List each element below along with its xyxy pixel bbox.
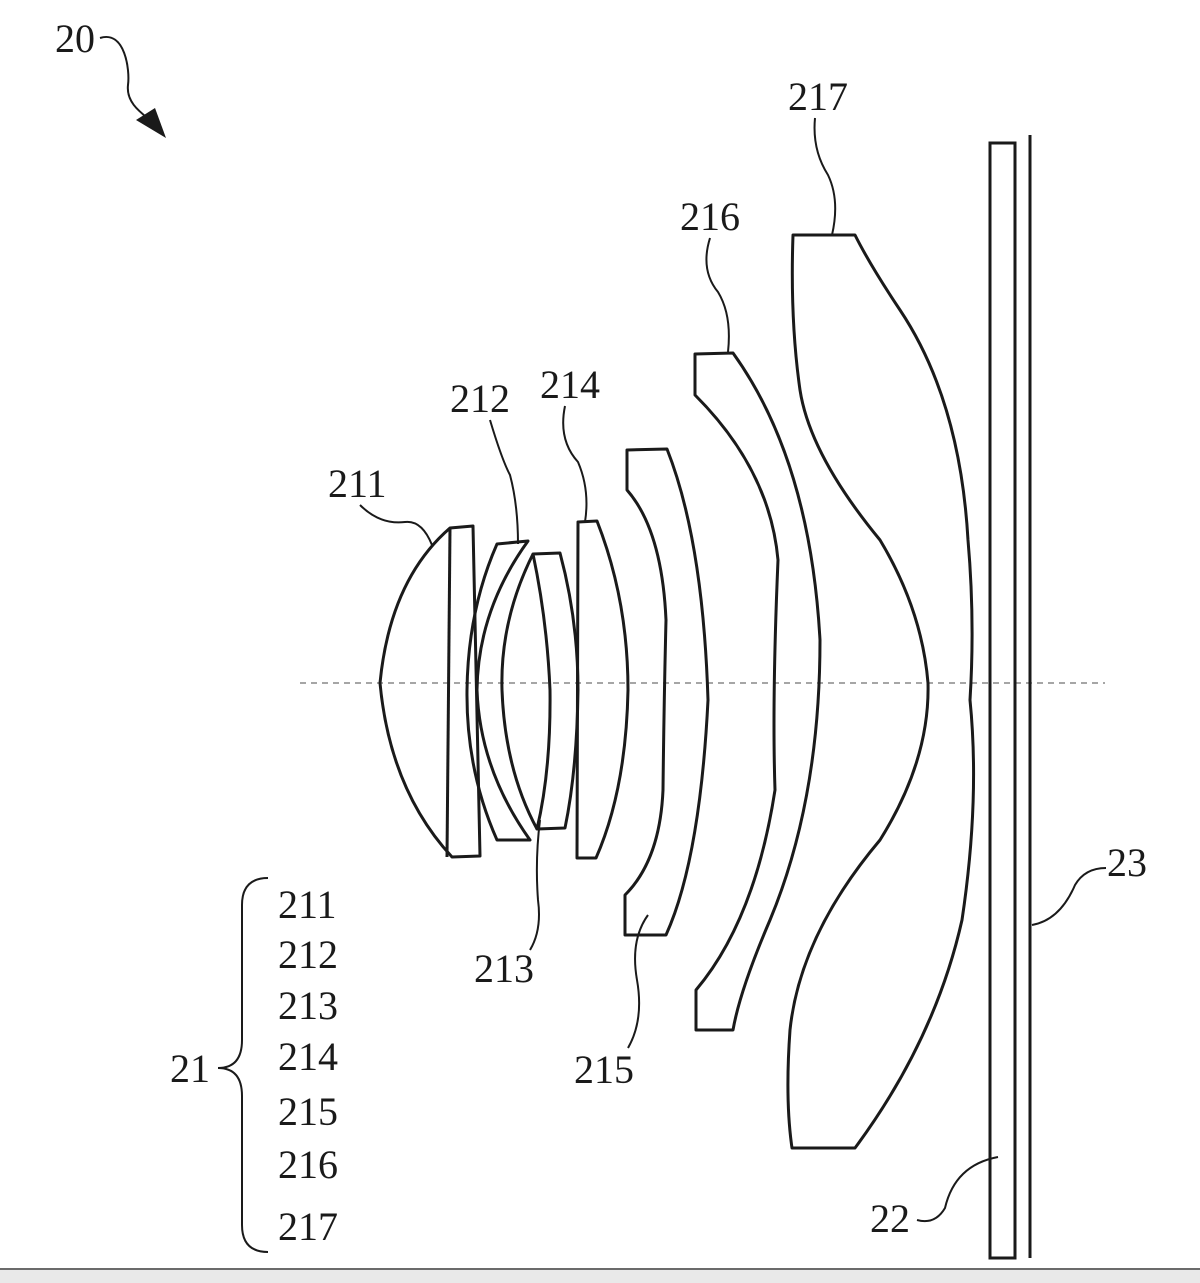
bottom-divider (0, 1268, 1200, 1283)
lens-217 (786, 233, 976, 1150)
label-22: 22 (870, 1196, 910, 1241)
lens-211-edge (445, 527, 452, 858)
label-216: 216 (680, 194, 740, 239)
lens-211 (378, 524, 482, 859)
lens-212 (465, 539, 532, 842)
group-member-211: 211 (278, 882, 337, 927)
leader-23 (1031, 867, 1107, 926)
label-23: 23 (1107, 840, 1147, 885)
lens-215 (623, 447, 710, 937)
label-211: 211 (328, 461, 387, 506)
label-212: 212 (450, 376, 510, 421)
leader-217 (813, 117, 837, 236)
group-member-217: 217 (278, 1204, 338, 1249)
group-member-215: 215 (278, 1089, 338, 1134)
leader-214 (562, 405, 588, 523)
label-217: 217 (788, 74, 848, 119)
lens-213-inner (500, 553, 539, 830)
leader-22 (916, 1156, 999, 1223)
group-member-214: 214 (278, 1034, 338, 1079)
group-brace (217, 877, 269, 1253)
assembly-arrowhead (136, 108, 166, 138)
leader-215 (627, 914, 649, 1049)
leader-212 (489, 419, 519, 545)
leader-211 (359, 504, 433, 546)
group-member-216: 216 (278, 1142, 338, 1187)
label-215: 215 (574, 1047, 634, 1092)
filter-plate-22 (988, 141, 1017, 1260)
label-213: 213 (474, 946, 534, 991)
label-214: 214 (540, 362, 600, 407)
leader-213 (529, 819, 541, 951)
lens-213 (531, 551, 580, 831)
group-member-212: 212 (278, 932, 338, 977)
group-member-213: 213 (278, 983, 338, 1028)
group-label: 21 (170, 1046, 210, 1091)
assembly-label: 20 (55, 16, 95, 61)
lens-214 (575, 519, 630, 860)
assembly-arrow-line (99, 35, 151, 121)
leader-216 (705, 237, 730, 353)
lens-216 (693, 351, 822, 1032)
